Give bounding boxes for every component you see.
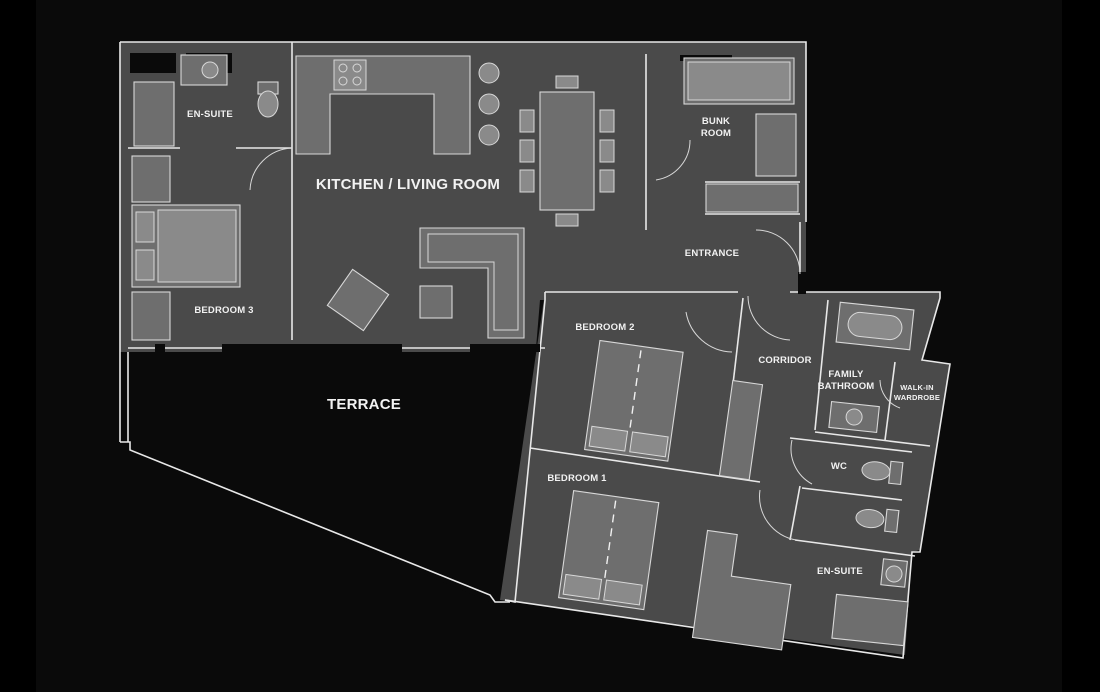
label-bunk-room-2: ROOM [701, 128, 731, 139]
kitchen-fixtures [295, 55, 500, 155]
label-kitchen-living: KITCHEN / LIVING ROOM [316, 176, 500, 193]
label-family-bathroom-2: BATHROOM [818, 381, 875, 392]
living-furniture [326, 227, 525, 339]
label-bunk-room-1: BUNK [702, 116, 730, 127]
room-labels: EN-SUITE KITCHEN / LIVING ROOM BUNK ROOM… [187, 109, 940, 577]
label-corridor: CORRIDOR [758, 355, 811, 366]
label-walk-in-1: WALK-IN [900, 383, 933, 392]
label-wc: WC [831, 461, 847, 472]
bedroom-2-furniture [584, 339, 764, 481]
bunk-room-fixtures [683, 57, 799, 213]
label-bedroom-2: BEDROOM 2 [575, 322, 634, 333]
label-terrace: TERRACE [327, 396, 401, 413]
label-family-bathroom-1: FAMILY [828, 369, 864, 380]
label-en-suite-bottom: EN-SUITE [817, 566, 863, 577]
dining-table [519, 75, 615, 227]
bedroom-1-furniture [557, 490, 792, 651]
label-walk-in-2: WARDROBE [894, 393, 940, 402]
label-bedroom-1: BEDROOM 1 [547, 473, 607, 484]
bedroom-3-furniture [131, 155, 241, 341]
en-suite-bottom-fixtures [831, 558, 909, 647]
door-swings [249, 139, 901, 541]
wc-fixtures [855, 460, 904, 534]
label-en-suite-top: EN-SUITE [187, 109, 233, 120]
label-bedroom-3: BEDROOM 3 [194, 305, 253, 316]
label-entrance: ENTRANCE [685, 248, 739, 259]
en-suite-top-fixtures [133, 54, 279, 147]
family-bathroom-fixtures [828, 301, 915, 434]
right-band [1062, 0, 1100, 692]
left-band [0, 0, 36, 692]
